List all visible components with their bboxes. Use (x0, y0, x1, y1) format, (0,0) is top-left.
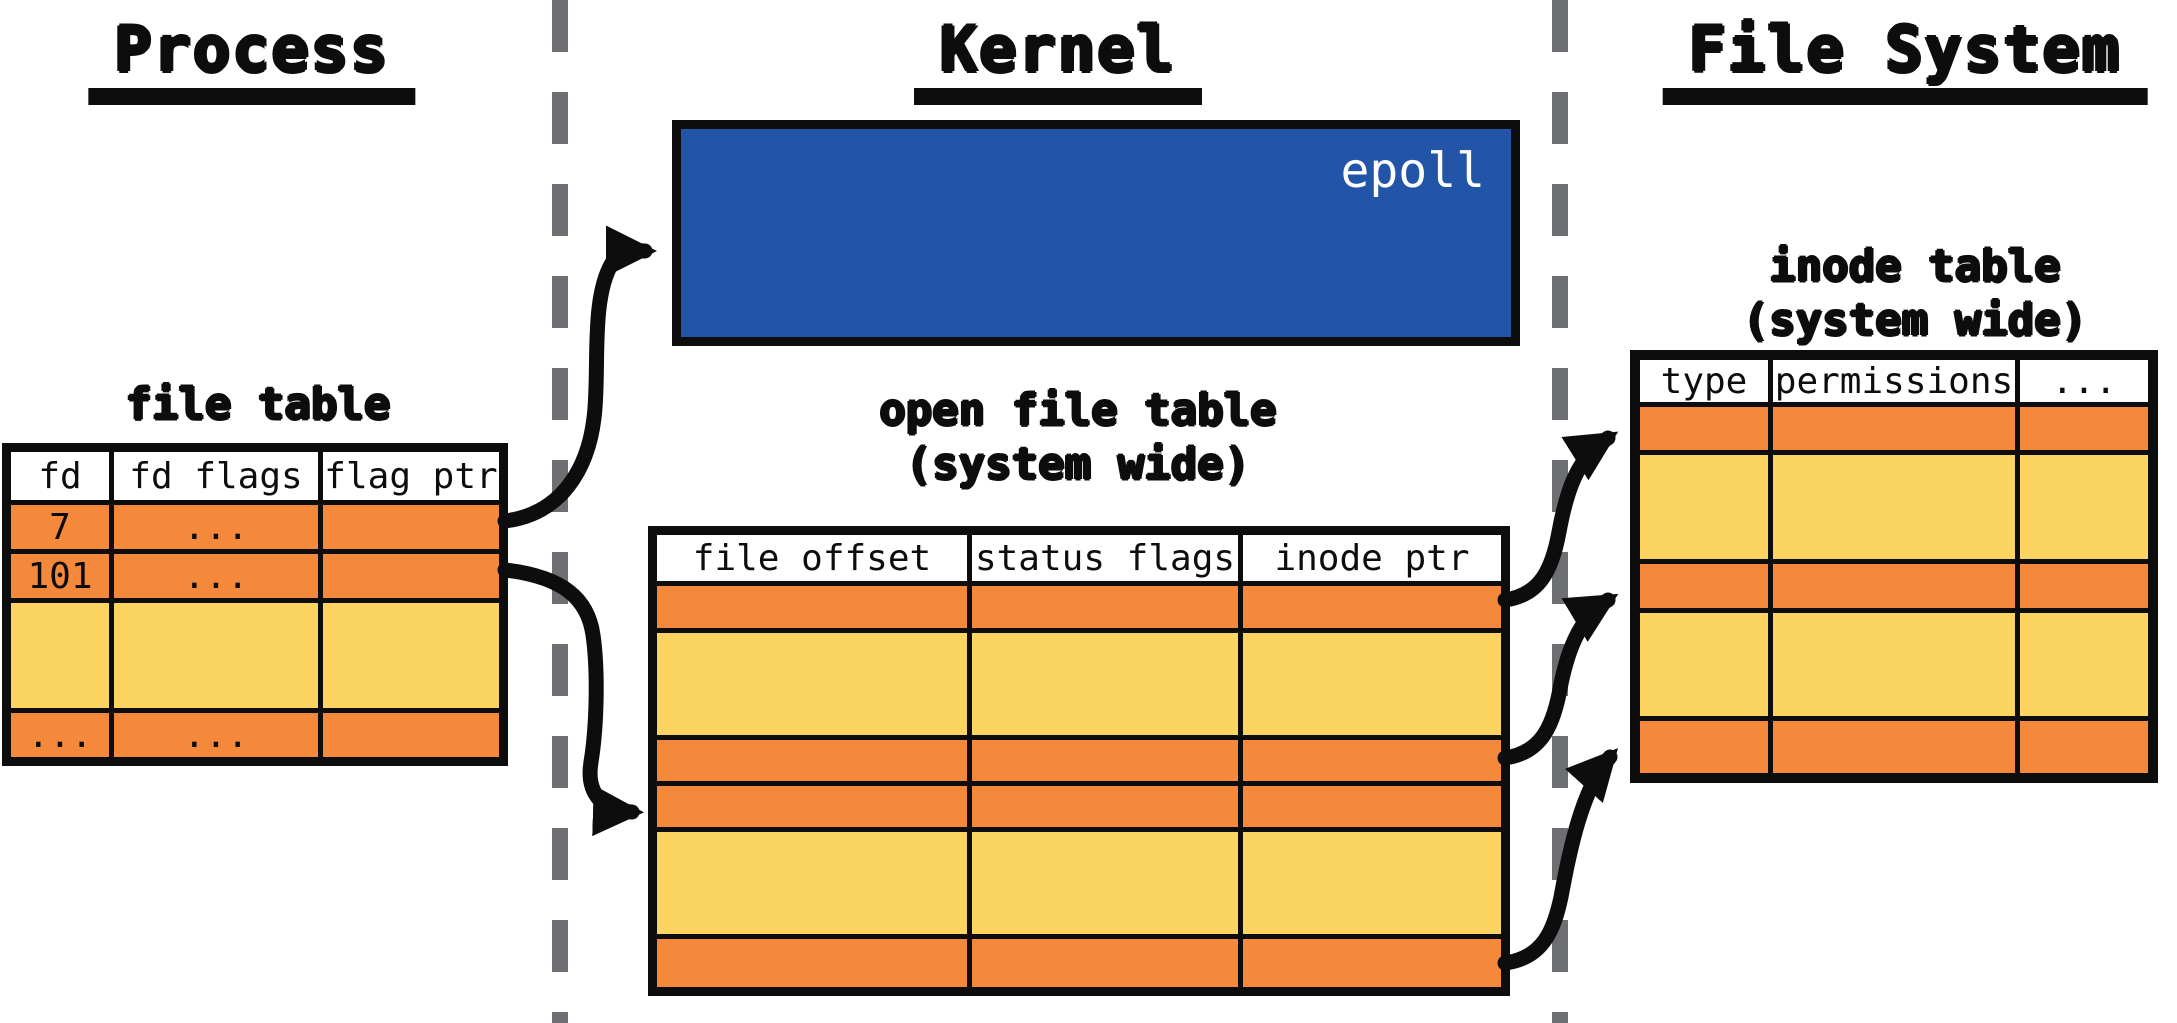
process-table-row0-flag-ptr (323, 505, 499, 549)
process-table-row2-flag-ptr (323, 603, 499, 708)
inode-table-row3-cell (1640, 613, 1768, 716)
open-file-table-row1-cell (1243, 633, 1501, 735)
inode-table-caption-line1: inode table (1769, 241, 2061, 292)
epoll-box: epoll (672, 120, 1520, 346)
column-divider-process-kernel (552, 0, 568, 1023)
inode-table-row2-cell (2020, 564, 2148, 608)
inode-table-row2-cell (1773, 564, 2015, 608)
open-file-table-row3-cell (972, 786, 1238, 827)
open-file-table-row2-cell (972, 740, 1238, 781)
file-system-section-title: File System (1662, 14, 2148, 105)
process-table-row1-fd-flags: ... (114, 554, 318, 598)
open-file-table-row3-cell (657, 786, 967, 827)
process-table-row0-fd-flags: ... (114, 505, 318, 549)
process-table-header-flag-ptr: flag ptr (323, 452, 499, 500)
open-file-table-header-status-flags: status flags (972, 535, 1238, 581)
open-file-table-row4-cell (657, 832, 967, 934)
inode-table-row1-cell (2020, 455, 2148, 559)
open-file-table-row1-cell (972, 633, 1238, 735)
inode-table-caption-line2: (system wide) (1742, 295, 2088, 346)
inode-table-header-type: type (1640, 360, 1768, 402)
open-file-table-row3-cell (1243, 786, 1501, 827)
kernel-section-title: Kernel (914, 14, 1202, 105)
inode-table-row3-cell (1773, 613, 2015, 716)
open-file-table-caption-line1: open file table (879, 385, 1277, 436)
inode-table-caption: inode table (system wide) (1743, 240, 2087, 348)
inode-table-row4-cell (2020, 721, 2148, 773)
column-divider-kernel-filesystem (1552, 0, 1568, 1023)
inode-table-row0-cell (1640, 407, 1768, 450)
inode-table-row1-cell (1773, 455, 2015, 559)
inode-table-row1-cell (1640, 455, 1768, 559)
open-file-table-caption-line2: (system wide) (905, 439, 1251, 490)
process-table-row0-fd: 7 (11, 505, 109, 549)
open-file-table-row2-cell (657, 740, 967, 781)
process-table-row3-fd-flags: ... (114, 713, 318, 757)
process-table-row2-fd-flags (114, 603, 318, 708)
file-table-caption: file table (125, 379, 391, 430)
kernel-open-file-table: file offset status flags inode ptr (648, 526, 1510, 996)
inode-table-row3-cell (2020, 613, 2148, 716)
inode-table-row4-cell (1773, 721, 2015, 773)
open-file-table-row0-cell (972, 586, 1238, 628)
inode-table: type permissions ... (1630, 350, 2158, 783)
open-file-table-header-file-offset: file offset (657, 535, 967, 581)
process-table-row3-flag-ptr (323, 713, 499, 757)
process-file-table: fd fd flags flag ptr 7 ... 101 ... ... .… (2, 443, 508, 766)
open-file-table-row2-cell (1243, 740, 1501, 781)
inode-table-header-permissions: permissions (1773, 360, 2015, 402)
open-file-table-header-inode-ptr: inode ptr (1243, 535, 1501, 581)
inode-table-row0-cell (2020, 407, 2148, 450)
process-section-title: Process (88, 14, 416, 105)
inode-table-row4-cell (1640, 721, 1768, 773)
inode-table-row2-cell (1640, 564, 1768, 608)
process-table-header-fd: fd (11, 452, 109, 500)
arrow-fd7-to-epoll (497, 225, 658, 529)
process-table-row1-fd: 101 (11, 554, 109, 598)
open-file-table-row1-cell (657, 633, 967, 735)
epoll-label: epoll (1340, 143, 1486, 199)
arrow-fd101-to-open-file-table (497, 562, 644, 837)
process-table-header-fd-flags: fd flags (114, 452, 318, 500)
open-file-table-row5-cell (972, 939, 1238, 987)
open-file-table-row5-cell (1243, 939, 1501, 987)
open-file-table-row4-cell (972, 832, 1238, 934)
open-file-table-row0-cell (657, 586, 967, 628)
process-table-row3-fd: ... (11, 713, 109, 757)
open-file-table-caption: open file table (system wide) (879, 384, 1276, 492)
inode-table-header-ellipsis: ... (2020, 360, 2148, 402)
open-file-table-row5-cell (657, 939, 967, 987)
process-table-row1-flag-ptr (323, 554, 499, 598)
open-file-table-row4-cell (1243, 832, 1501, 934)
process-table-row2-fd (11, 603, 109, 708)
open-file-table-row0-cell (1243, 586, 1501, 628)
inode-table-row0-cell (1773, 407, 2015, 450)
